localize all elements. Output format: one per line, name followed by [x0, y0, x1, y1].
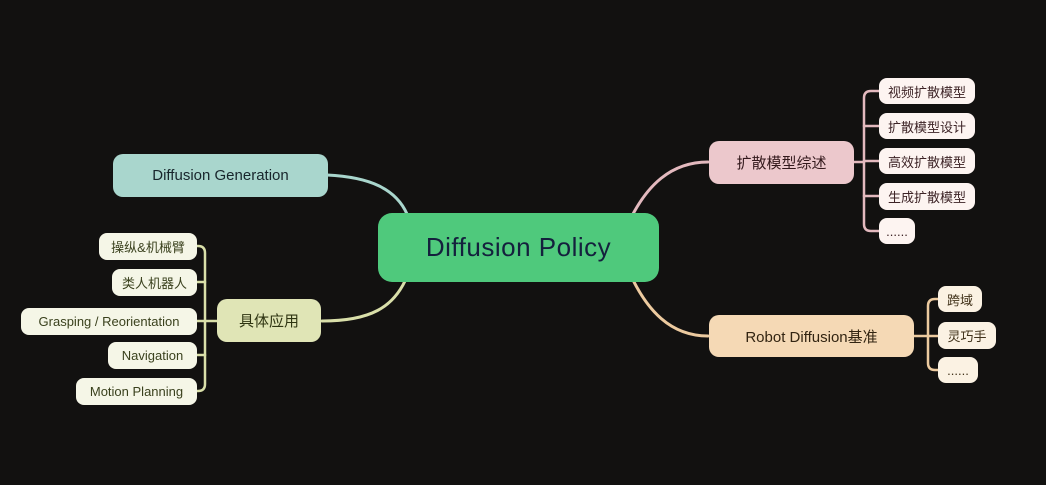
child-dexterous-hand[interactable]: 灵巧手 — [938, 322, 996, 349]
link-root-to-generation — [325, 173, 409, 216]
root-node[interactable]: Diffusion Policy — [378, 213, 659, 282]
child-survey-ellipsis[interactable]: ...... — [879, 218, 915, 244]
branch-diffusion-generation[interactable]: Diffusion Generation — [113, 154, 328, 197]
link-applications-bracket-outer — [195, 244, 207, 393]
child-manipulation-arm[interactable]: 操纵&机械臂 — [99, 233, 197, 260]
child-cross-domain[interactable]: 跨域 — [938, 286, 982, 312]
link-root-to-benchmark — [631, 278, 710, 338]
branch-applications[interactable]: 具体应用 — [217, 299, 321, 342]
child-navigation[interactable]: Navigation — [108, 342, 197, 369]
child-grasping-reorientation[interactable]: Grasping / Reorientation — [21, 308, 197, 335]
link-benchmark-bracket-outer — [926, 297, 940, 372]
child-generative-diffusion[interactable]: 生成扩散模型 — [879, 183, 975, 210]
child-benchmark-ellipsis[interactable]: ...... — [938, 357, 978, 383]
link-root-to-survey — [631, 160, 710, 216]
child-efficient-diffusion[interactable]: 高效扩散模型 — [879, 148, 975, 174]
child-diffusion-design[interactable]: 扩散模型设计 — [879, 113, 975, 139]
child-video-diffusion[interactable]: 视频扩散模型 — [879, 78, 975, 104]
child-motion-planning[interactable]: Motion Planning — [76, 378, 197, 405]
branch-robot-benchmark[interactable]: Robot Diffusion基准 — [709, 315, 914, 357]
link-root-to-applications — [320, 279, 407, 323]
child-humanoid-robot[interactable]: 类人机器人 — [112, 269, 197, 296]
branch-diffusion-survey[interactable]: 扩散模型综述 — [709, 141, 854, 184]
link-survey-bracket-outer — [862, 89, 881, 233]
